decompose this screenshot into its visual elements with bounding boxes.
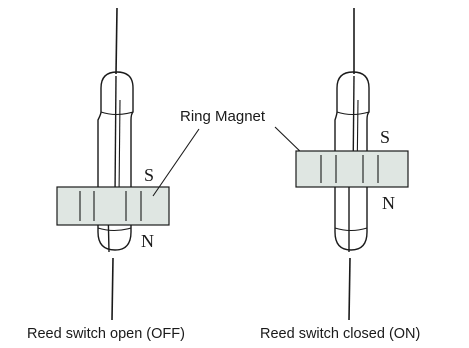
- left-upper-reed-inner: [118, 99, 121, 197]
- right-s-label: S: [380, 127, 390, 147]
- right-glass-tube: [334, 71, 370, 251]
- reed-switch-open: S N: [56, 7, 170, 321]
- left-bottom-lead: [111, 257, 114, 321]
- left-s-label: S: [144, 165, 154, 185]
- caption-open: Reed switch open (OFF): [27, 326, 185, 342]
- reed-switch-closed: S N: [295, 8, 409, 321]
- right-n-label: N: [382, 193, 395, 213]
- ring-magnet-label: Ring Magnet: [180, 108, 266, 125]
- left-n-label: N: [141, 231, 154, 251]
- caption-closed: Reed switch closed (ON): [260, 326, 420, 342]
- left-glass-tube: [97, 71, 134, 251]
- ring-magnet-leader-left: [152, 128, 200, 197]
- left-ring-magnet: [56, 186, 170, 226]
- right-ring-magnet: [295, 150, 409, 188]
- right-glass-pinch: [336, 111, 370, 116]
- right-glass-pinch-bottom: [334, 227, 368, 232]
- left-top-lead: [115, 7, 118, 75]
- left-glass-pinch-bottom: [97, 227, 132, 232]
- right-bottom-lead: [348, 257, 351, 321]
- left-glass-pinch: [100, 111, 134, 116]
- left-upper-reed: [114, 75, 117, 197]
